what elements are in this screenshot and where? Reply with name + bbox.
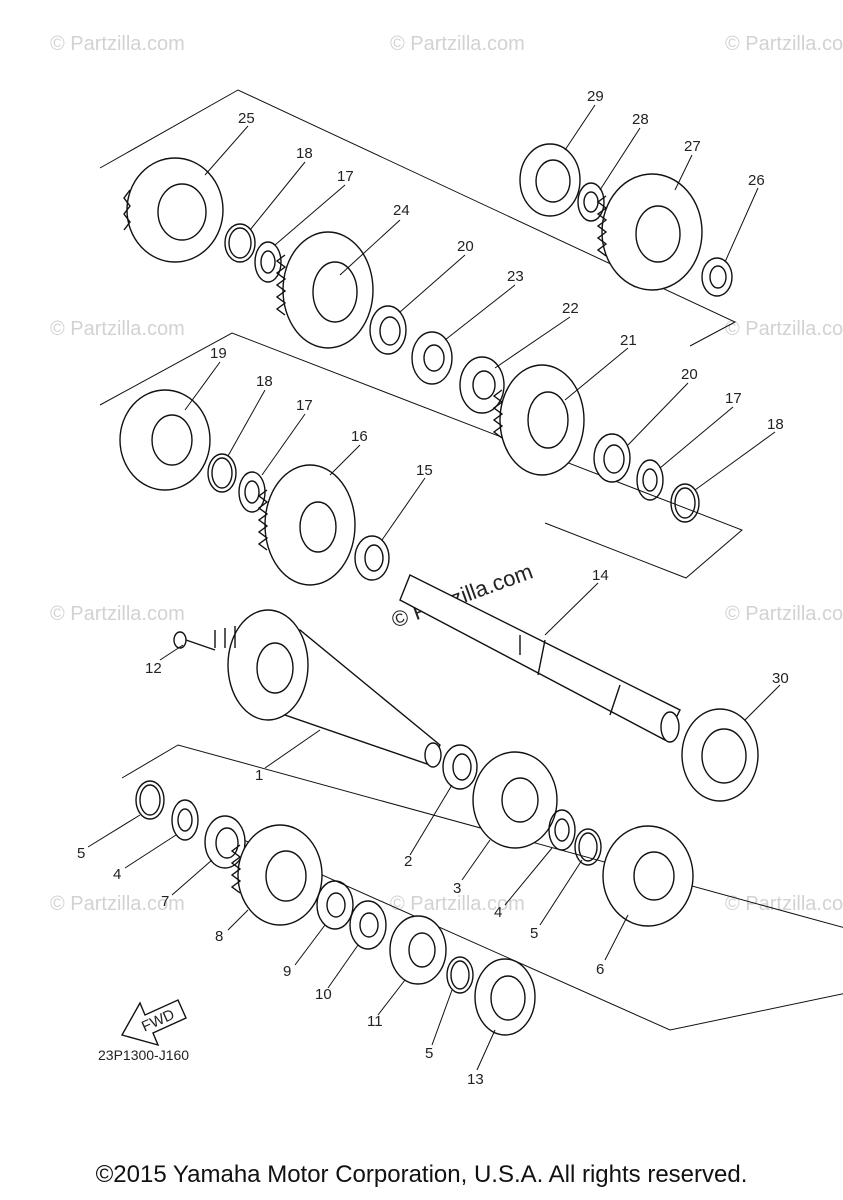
circlip-18-icon — [224, 223, 256, 263]
bearing-29-icon — [519, 143, 581, 217]
washer-17b-icon — [636, 459, 664, 501]
callout-18: 18 — [767, 416, 784, 433]
gear-25-icon — [123, 157, 224, 263]
watermark: © Partzilla.com — [390, 33, 525, 55]
circlip-5c-icon — [574, 828, 602, 866]
callout-8: 8 — [215, 928, 223, 945]
callout-5: 5 — [77, 845, 85, 862]
callout-16: 16 — [351, 428, 368, 445]
gear-27-icon — [596, 173, 703, 291]
circlip-5b-icon — [446, 956, 474, 994]
gear-11-icon — [389, 915, 447, 985]
bearing-7-icon — [204, 815, 246, 869]
gear-24-icon — [275, 231, 374, 349]
watermark: © Partzilla.com — [725, 318, 843, 340]
lower-gear-group — [135, 744, 694, 1036]
washer-4a-icon — [171, 799, 199, 841]
gear-8-icon — [230, 824, 323, 926]
callout-27: 27 — [684, 138, 701, 155]
callout-25: 25 — [238, 110, 255, 127]
gear-6-icon — [602, 825, 694, 927]
callout-12: 12 — [145, 660, 162, 677]
gear-16-icon — [257, 464, 356, 586]
callout-21: 21 — [620, 332, 637, 349]
watermark: © Partzilla.com — [50, 603, 185, 625]
callout-11: 11 — [367, 1013, 383, 1030]
watermark: © Partzilla.com — [50, 318, 185, 340]
callout-20: 20 — [457, 238, 474, 255]
watermark-layer: © Partzilla.com © Partzilla.com © Partzi… — [50, 33, 843, 915]
upper-assembly-frame — [99, 89, 737, 347]
circlip-18b-icon — [670, 483, 700, 523]
watermark: © Partzilla.com — [50, 33, 185, 55]
bearing-30-icon — [681, 708, 759, 802]
bearing-20b-icon — [593, 433, 631, 483]
main-axle-14-icon — [399, 574, 681, 743]
watermark: © Partzilla.com — [390, 893, 525, 915]
washer-22-icon — [459, 356, 505, 414]
callout-17: 17 — [725, 390, 742, 407]
callout-29: 29 — [587, 88, 604, 105]
bolt-12-icon — [173, 631, 216, 651]
callout-26: 26 — [748, 172, 765, 189]
shaft-group — [173, 574, 759, 802]
callout-5: 5 — [530, 925, 538, 942]
callout-1: 1 — [255, 767, 263, 784]
circlip-18c-icon — [207, 453, 237, 493]
copyright-notice: ©2015 Yamaha Motor Corporation, U.S.A. A… — [95, 1161, 748, 1188]
callout-3: 3 — [453, 880, 461, 897]
bearing-13-icon — [474, 958, 536, 1036]
callout-2: 2 — [404, 853, 412, 870]
callout-17: 17 — [296, 397, 313, 414]
washer-23-icon — [411, 331, 453, 385]
washer-17-icon — [254, 241, 282, 283]
callout-20: 20 — [681, 366, 698, 383]
callout-22: 22 — [562, 300, 579, 317]
callout-4: 4 — [494, 904, 502, 921]
gear-21-icon — [492, 364, 585, 476]
callout-19: 19 — [210, 345, 227, 362]
callout-7: 7 — [161, 893, 169, 910]
callout-30: 30 — [772, 670, 789, 687]
fwd-arrow-icon: FWD — [120, 999, 187, 1047]
callout-10: 10 — [315, 986, 332, 1003]
callout-15: 15 — [416, 462, 433, 479]
callout-5: 5 — [425, 1045, 433, 1062]
callout-18: 18 — [296, 145, 313, 162]
callout-9: 9 — [283, 963, 291, 980]
collar-26-icon — [701, 257, 733, 297]
upper-gear-group — [123, 157, 700, 523]
callout-17: 17 — [337, 168, 354, 185]
callout-14: 14 — [592, 567, 609, 584]
gear-3-icon — [472, 751, 558, 849]
callout-4: 4 — [113, 866, 121, 883]
callout-labels: 25 18 17 24 20 23 22 21 20 17 18 29 28 2… — [77, 88, 789, 1088]
drive-axle-1-icon — [214, 609, 442, 768]
circlip-5a-icon — [135, 780, 165, 820]
watermark: © Partzilla.com — [725, 603, 843, 625]
callout-13: 13 — [467, 1071, 484, 1088]
washer-9-icon — [316, 880, 354, 930]
washer-4b-icon — [548, 809, 576, 851]
callout-18: 18 — [256, 373, 273, 390]
middle-gear-group — [119, 389, 390, 586]
bearing-20-icon — [369, 305, 407, 355]
watermark: © Partzilla.com — [50, 893, 185, 915]
gear-19-icon — [119, 389, 211, 491]
callout-28: 28 — [632, 111, 649, 128]
top-right-group — [519, 143, 733, 297]
watermark: © Partzilla.com — [725, 893, 843, 915]
collar-2-icon — [442, 744, 478, 790]
leader-lines — [87, 104, 781, 1071]
watermark: © Partzilla.com — [725, 33, 843, 55]
callout-24: 24 — [393, 202, 410, 219]
washer-10-icon — [349, 900, 387, 950]
callout-6: 6 — [596, 961, 604, 978]
diagram-code: 23P1300-J160 — [98, 1047, 190, 1063]
middle-assembly-frame — [99, 332, 743, 579]
collar-15-icon — [354, 535, 390, 581]
callout-23: 23 — [507, 268, 524, 285]
